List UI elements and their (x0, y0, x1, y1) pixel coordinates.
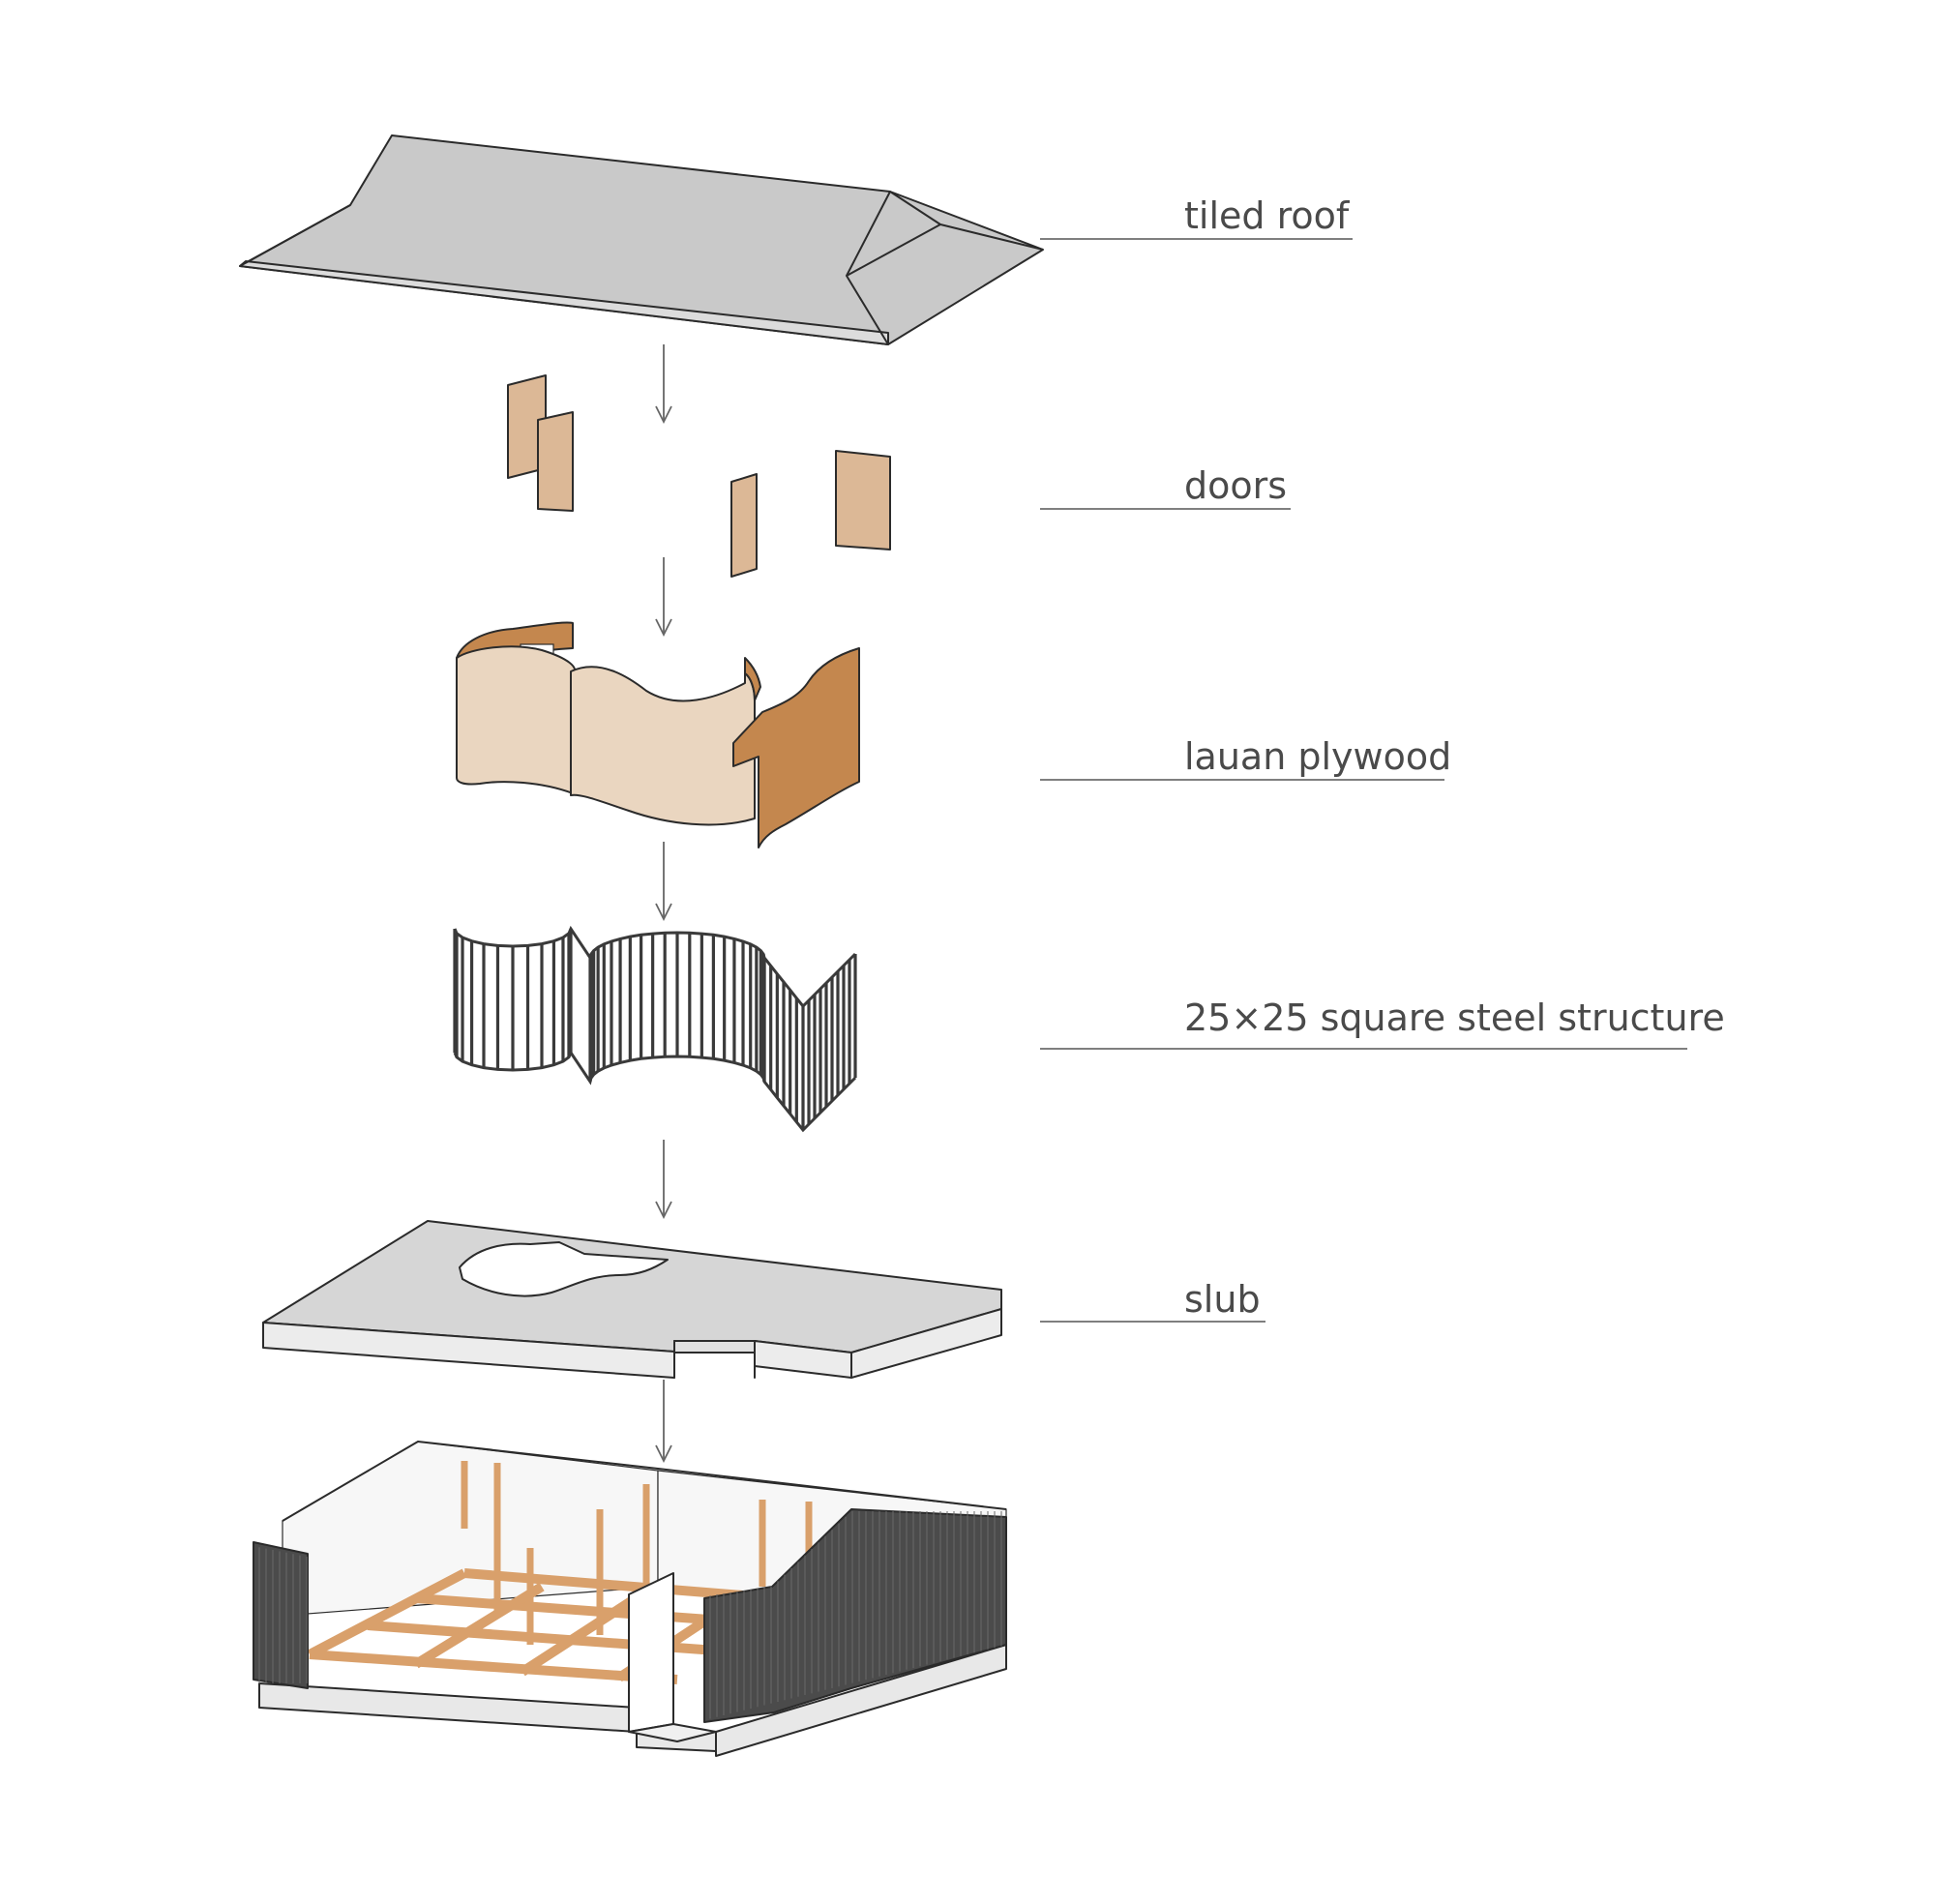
label-text: 25×25 square steel structure (1184, 997, 1725, 1039)
timber-beam (520, 1592, 641, 1677)
label-steel-structure: 25×25 square steel structure (1040, 997, 1725, 1050)
timber-beam (415, 1593, 736, 1626)
slab-layer (262, 1220, 1002, 1379)
ground-floor-layer (253, 1441, 1007, 1757)
tiled-roof-layer (239, 134, 1044, 345)
timber-beam (309, 1650, 678, 1684)
label-text: slub (1184, 1278, 1261, 1321)
label-doors: doors (1040, 464, 1291, 510)
timber-beam (307, 1568, 467, 1659)
door-panel (537, 411, 574, 512)
arrow-down-icon (655, 1380, 672, 1464)
label-text: doors (1184, 464, 1287, 507)
label-tiled-roof: tiled roof (1040, 194, 1353, 240)
exploded-view-arrows (655, 344, 672, 1464)
timber-beam (463, 1568, 756, 1601)
steel-structure-layer (453, 925, 857, 1133)
steel-top-rail (453, 925, 857, 1009)
timber-beam (413, 1582, 545, 1669)
lauan-plywood-layer (456, 621, 860, 848)
arrow-down-icon (655, 842, 672, 922)
arrow-down-icon (655, 1140, 672, 1220)
door-panel (730, 473, 758, 578)
door-panel (835, 450, 891, 550)
label-lauan-plywood: lauan plywood (1040, 735, 1451, 781)
doors-layer (507, 374, 891, 578)
label-text: tiled roof (1184, 194, 1351, 237)
arrow-down-icon (655, 557, 672, 638)
steel-bottom-rail (453, 1049, 857, 1133)
label-text: lauan plywood (1184, 735, 1451, 778)
label-slab: slub (1040, 1278, 1265, 1323)
arrow-down-icon (655, 344, 672, 425)
